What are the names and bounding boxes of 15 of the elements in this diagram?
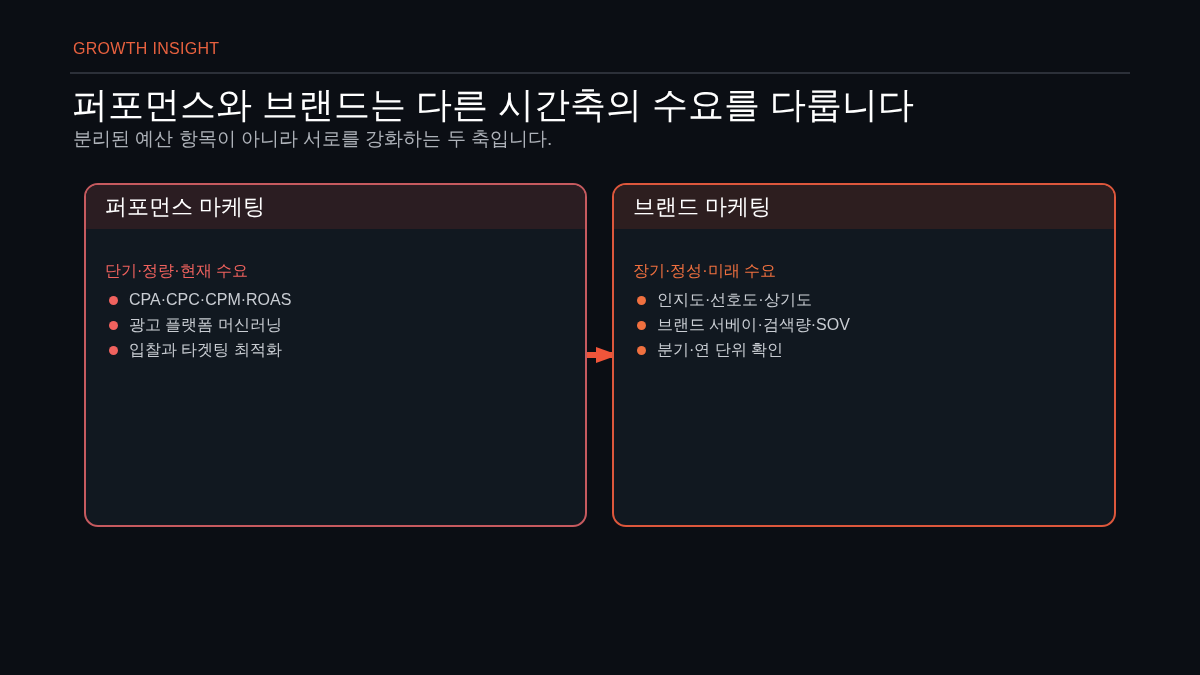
list-item: 분기·연 단위 확인 <box>657 340 784 360</box>
panel-heading: 퍼포먼스 마케팅 <box>86 185 585 229</box>
list-item: 광고 플랫폼 머신러닝 <box>129 315 282 335</box>
panel-heading: 브랜드 마케팅 <box>614 185 1114 229</box>
list-item: CPA·CPC·CPM·ROAS <box>129 290 292 310</box>
list-item: 인지도·선호도·상기도 <box>657 290 812 310</box>
list-item: 브랜드 서베이·검색량·SOV <box>657 315 850 335</box>
list-item: 입찰과 타겟팅 최적화 <box>129 340 282 360</box>
subheading: 장기·정성·미래 수요 <box>633 261 777 281</box>
subtitle: 분리된 예산 항목이 아니라 서로를 강화하는 두 축입니다. <box>73 128 553 150</box>
subheading: 단기·정량·현재 수요 <box>105 261 249 281</box>
kicker-text: GROWTH INSIGHT <box>73 39 220 59</box>
title: 퍼포먼스와 브랜드는 다른 시간축의 수요를 다룹니다 <box>72 83 914 127</box>
panel-card <box>84 183 587 527</box>
panel-card <box>612 183 1116 527</box>
